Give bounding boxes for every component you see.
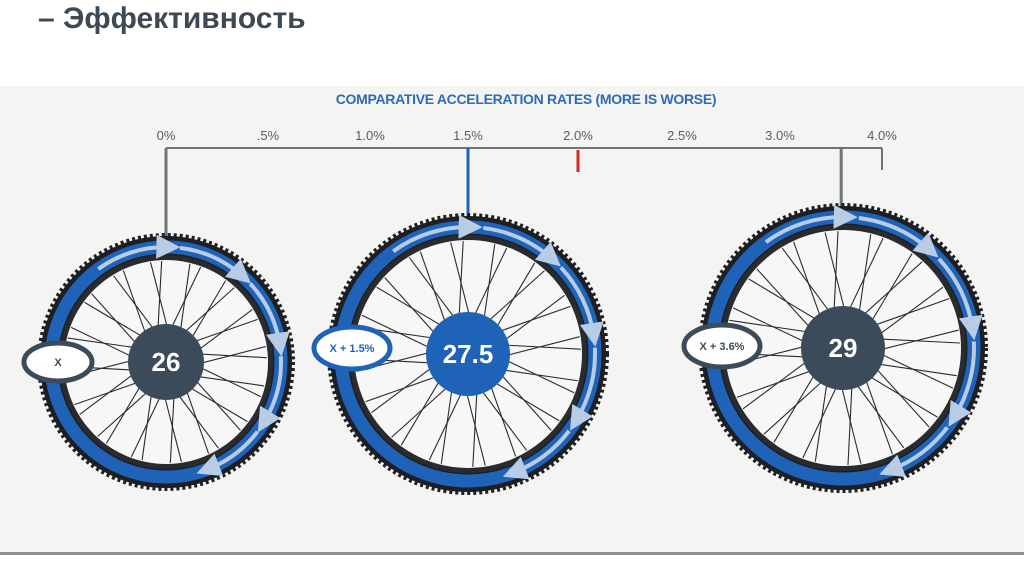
axis-tick-label: 3.0% <box>765 128 795 143</box>
rotation-arrow <box>948 341 976 427</box>
axis-tick-label: 2.5% <box>667 128 697 143</box>
page-title: – Эффективность <box>38 2 306 35</box>
rotation-arrow <box>257 356 283 433</box>
rate-badge <box>311 324 393 372</box>
rate-badge <box>21 340 95 384</box>
rate-badge-label: X + 3.6% <box>700 341 745 353</box>
rotation-arrow <box>858 215 939 258</box>
hub <box>801 306 885 390</box>
wheel-29: 29 X + 3.6% <box>681 148 988 493</box>
rotation-arrow <box>196 430 260 477</box>
hub <box>426 312 510 396</box>
rotation-arrow <box>483 225 561 267</box>
axis-tick-label: 4.0% <box>867 128 897 143</box>
rotation-arrow <box>879 426 949 477</box>
rotation-arrow <box>179 245 251 284</box>
wheel-size-label: 29 <box>829 333 858 363</box>
wheel-size-label: 26 <box>152 347 181 377</box>
wheel-26: 26 X <box>21 148 295 491</box>
rotation-arrow <box>570 347 597 431</box>
rotation-arrow <box>97 234 181 271</box>
rotation-arrow <box>937 257 983 341</box>
rotation-arrow <box>248 282 290 357</box>
axis-tick-label: 1.0% <box>355 128 385 143</box>
chart-title: COMPARATIVE ACCELERATION RATES (MORE IS … <box>336 91 717 107</box>
wheel-27-5: 27.5 X + 1.5% <box>311 148 609 495</box>
rate-badge-label: X + 1.5% <box>330 343 375 355</box>
wheel-size-label: 27.5 <box>443 339 494 369</box>
axis-tick-label: .5% <box>257 128 280 143</box>
axis-tick-label: 0% <box>157 128 176 143</box>
rotation-arrow <box>764 204 858 244</box>
axis-tick-label: 2.0% <box>563 128 593 143</box>
rate-badge <box>681 322 763 370</box>
divider <box>0 552 1024 555</box>
rate-badge-label: X <box>54 357 62 369</box>
rotation-arrow <box>559 266 604 347</box>
axis-tick-label: 1.5% <box>453 128 483 143</box>
rotation-arrow <box>392 214 483 253</box>
rotation-arrow <box>502 429 571 480</box>
hub <box>128 324 204 400</box>
